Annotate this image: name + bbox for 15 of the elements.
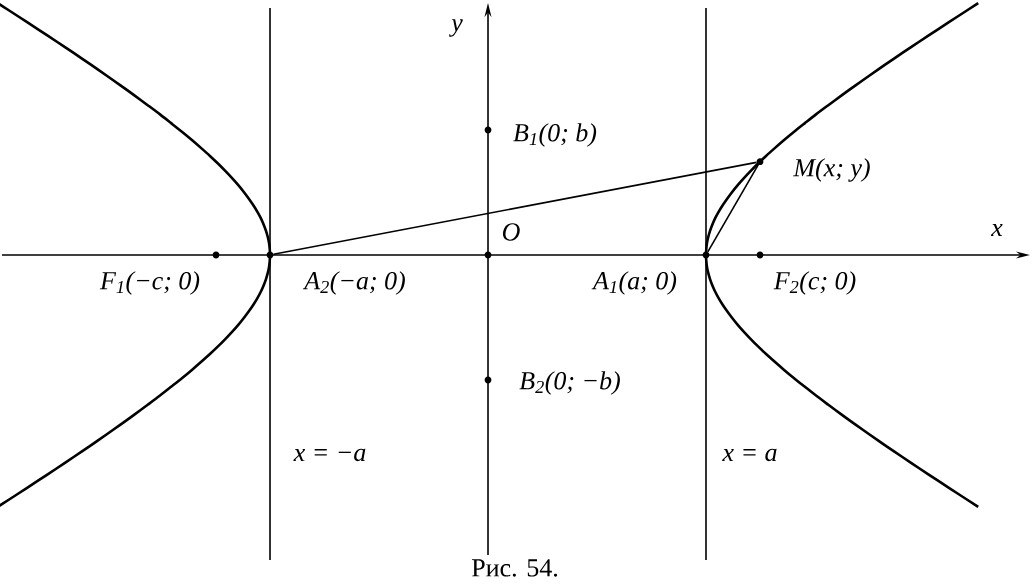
point-label: B$_{2}$(0; −b) [519, 371, 620, 395]
axis-label: x [990, 224, 1003, 236]
axis-label: y [449, 19, 463, 37]
line-segment [272, 161, 758, 256]
axis-label: x = a [722, 448, 777, 462]
caption: Рис. 54. [471, 559, 558, 577]
point-label: A$_{2}$(−a; 0) [302, 271, 405, 295]
point-label: M(x; y) [793, 158, 870, 182]
point-label: A$_{1}$(a; 0) [591, 271, 677, 295]
point-label: O [502, 223, 520, 241]
point-label: F$_{2}$(c; 0) [773, 271, 856, 295]
line-segment [707, 164, 759, 253]
point-label: B$_{1}$(0; b) [513, 123, 597, 147]
axis-label: x = −a [293, 448, 366, 462]
point-label: F$_{1}$(−c; 0) [99, 271, 200, 295]
